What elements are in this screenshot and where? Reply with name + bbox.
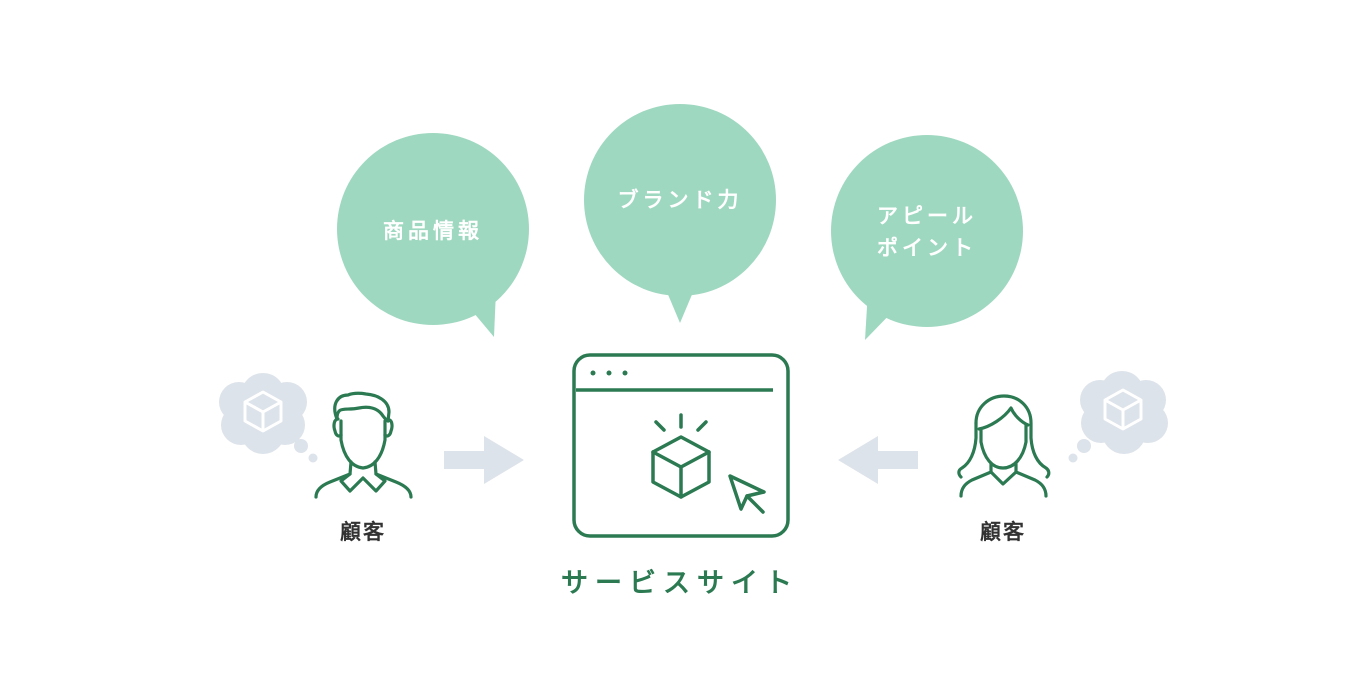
box-icon <box>243 390 283 433</box>
customer-label-left: 顧客 <box>340 520 386 544</box>
bubble-label-appeal-point: アピール ポイント <box>847 200 1007 264</box>
arrow-right-icon <box>444 436 524 484</box>
browser-window-icon <box>572 353 790 538</box>
bubble-label-product-info: 商品情報 <box>383 219 483 243</box>
cursor-arrow-icon <box>728 474 766 514</box>
man-icon <box>314 391 413 499</box>
bubble-label-appeal-line1: アピール <box>877 204 977 228</box>
thought-cloud-left <box>219 373 318 463</box>
service-site-label: サービスサイト <box>561 568 799 599</box>
customer-label-right: 顧客 <box>980 520 1026 544</box>
box-icon <box>651 413 711 499</box>
bubble-product-info <box>337 133 529 337</box>
thought-cloud-right <box>1068 371 1168 463</box>
bubble-appeal-point <box>831 135 1023 340</box>
box-icon <box>1103 388 1143 431</box>
bubble-label-brand: ブランド力 <box>617 188 743 212</box>
woman-icon <box>957 394 1051 498</box>
arrow-left-icon <box>838 436 918 484</box>
bubble-label-appeal-line2: ポイント <box>877 236 977 260</box>
bubble-brand <box>584 104 776 323</box>
